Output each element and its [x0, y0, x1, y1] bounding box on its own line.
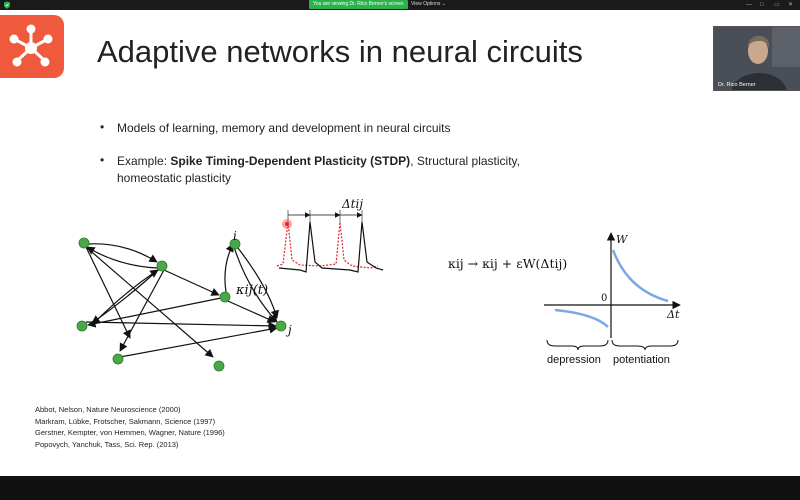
shared-slide	[0, 10, 800, 476]
potentiation-curve	[611, 249, 669, 303]
edge	[85, 321, 277, 331]
edge	[87, 243, 158, 263]
network-logo-icon	[0, 15, 64, 78]
edge	[86, 246, 159, 269]
bullet-marker: •	[100, 120, 105, 134]
chevron-down-icon: ⌄	[441, 1, 446, 7]
view-options-button[interactable]: View Options ⌄	[411, 0, 446, 9]
references-list: Abbot, Nelson, Nature Neuroscience (2000…	[35, 404, 225, 450]
network-node	[112, 353, 124, 365]
coupling-label: κij(t)	[235, 283, 268, 298]
reference-item: Abbot, Nelson, Nature Neuroscience (2000…	[35, 405, 181, 414]
network-nodes	[76, 237, 287, 372]
bullet-suffix: , Structural plasticity, homeostatic pla…	[117, 154, 520, 185]
stdp-bold-text: Spike Timing-Dependent Plasticity (STDP)	[170, 154, 411, 168]
network-node-j	[275, 320, 287, 332]
edge	[233, 246, 278, 323]
edge	[163, 269, 220, 296]
restore-icon[interactable]: ▭	[774, 2, 780, 8]
w-axis-label: W	[616, 233, 629, 246]
edge	[87, 297, 222, 328]
reference-item: Popovych, Yanchuk, Tass, Sci. Rep. (2013…	[35, 439, 179, 449]
maximize-icon[interactable]: □	[760, 2, 764, 8]
reference-item: Markram, Lübke, Frotscher, Sakmann, Scie…	[35, 416, 216, 426]
edge	[237, 247, 279, 319]
delta-t-label: Δtij	[341, 197, 363, 211]
bullet-prefix: Example:	[117, 154, 171, 168]
network-node	[156, 260, 168, 272]
depression-curve	[554, 308, 609, 328]
dt-axis-label: Δt	[666, 308, 680, 321]
potentiation-label: potentiation	[613, 354, 670, 366]
zoom-bottom-bar	[0, 476, 800, 500]
network-node	[78, 237, 90, 249]
stdp-window-plot: W 0 Δt depression potentiation	[544, 232, 681, 366]
edge	[95, 269, 159, 322]
bullet-learning-models: Models of learning, memory and developme…	[117, 121, 451, 135]
view-options-label: View Options	[411, 1, 441, 7]
potentiation-brace	[611, 339, 679, 351]
shield-icon	[4, 1, 10, 9]
slide-title: Adaptive networks in neural circuits	[97, 34, 583, 69]
network-edges	[85, 243, 279, 358]
bullet-marker: •	[100, 153, 105, 167]
spike-train-diagram: Δtij	[276, 197, 384, 273]
zoom-top-bar: You are viewing Dr. Rico Berner's screen…	[0, 0, 800, 10]
origin-label: 0	[601, 293, 607, 304]
bullet-stdp-example: Example: Spike Timing-Dependent Plastici…	[117, 153, 547, 187]
edge	[220, 297, 276, 323]
reference-item: Gerstner, Kempter, von Hemmen, Wagner, N…	[35, 428, 225, 437]
edge	[119, 325, 278, 358]
participant-name: Dr. Rico Berner	[718, 82, 756, 88]
edge	[85, 246, 214, 358]
node-label-i: i	[233, 229, 237, 243]
network-node-i	[229, 238, 241, 250]
edge	[119, 269, 165, 352]
laser-pointer-dot	[285, 222, 289, 226]
screen-share-banner: You are viewing Dr. Rico Berner's screen	[309, 0, 408, 9]
stdp-update-equation: κij → κij + εW(Δtij)	[448, 256, 567, 271]
participant-video-tile[interactable]: Dr. Rico Berner	[713, 26, 800, 91]
network-node	[219, 291, 231, 303]
depression-label: depression	[547, 354, 601, 366]
postsynaptic-spikes	[278, 221, 384, 273]
presynaptic-spikes	[276, 221, 379, 269]
minimize-icon[interactable]: —	[746, 2, 752, 8]
close-icon[interactable]: ✕	[788, 2, 794, 8]
participant-avatar	[714, 27, 800, 90]
network-node	[76, 320, 88, 332]
edge	[224, 243, 234, 293]
node-label-j: j	[285, 323, 292, 337]
network-node	[213, 360, 225, 372]
depression-brace	[546, 339, 609, 351]
